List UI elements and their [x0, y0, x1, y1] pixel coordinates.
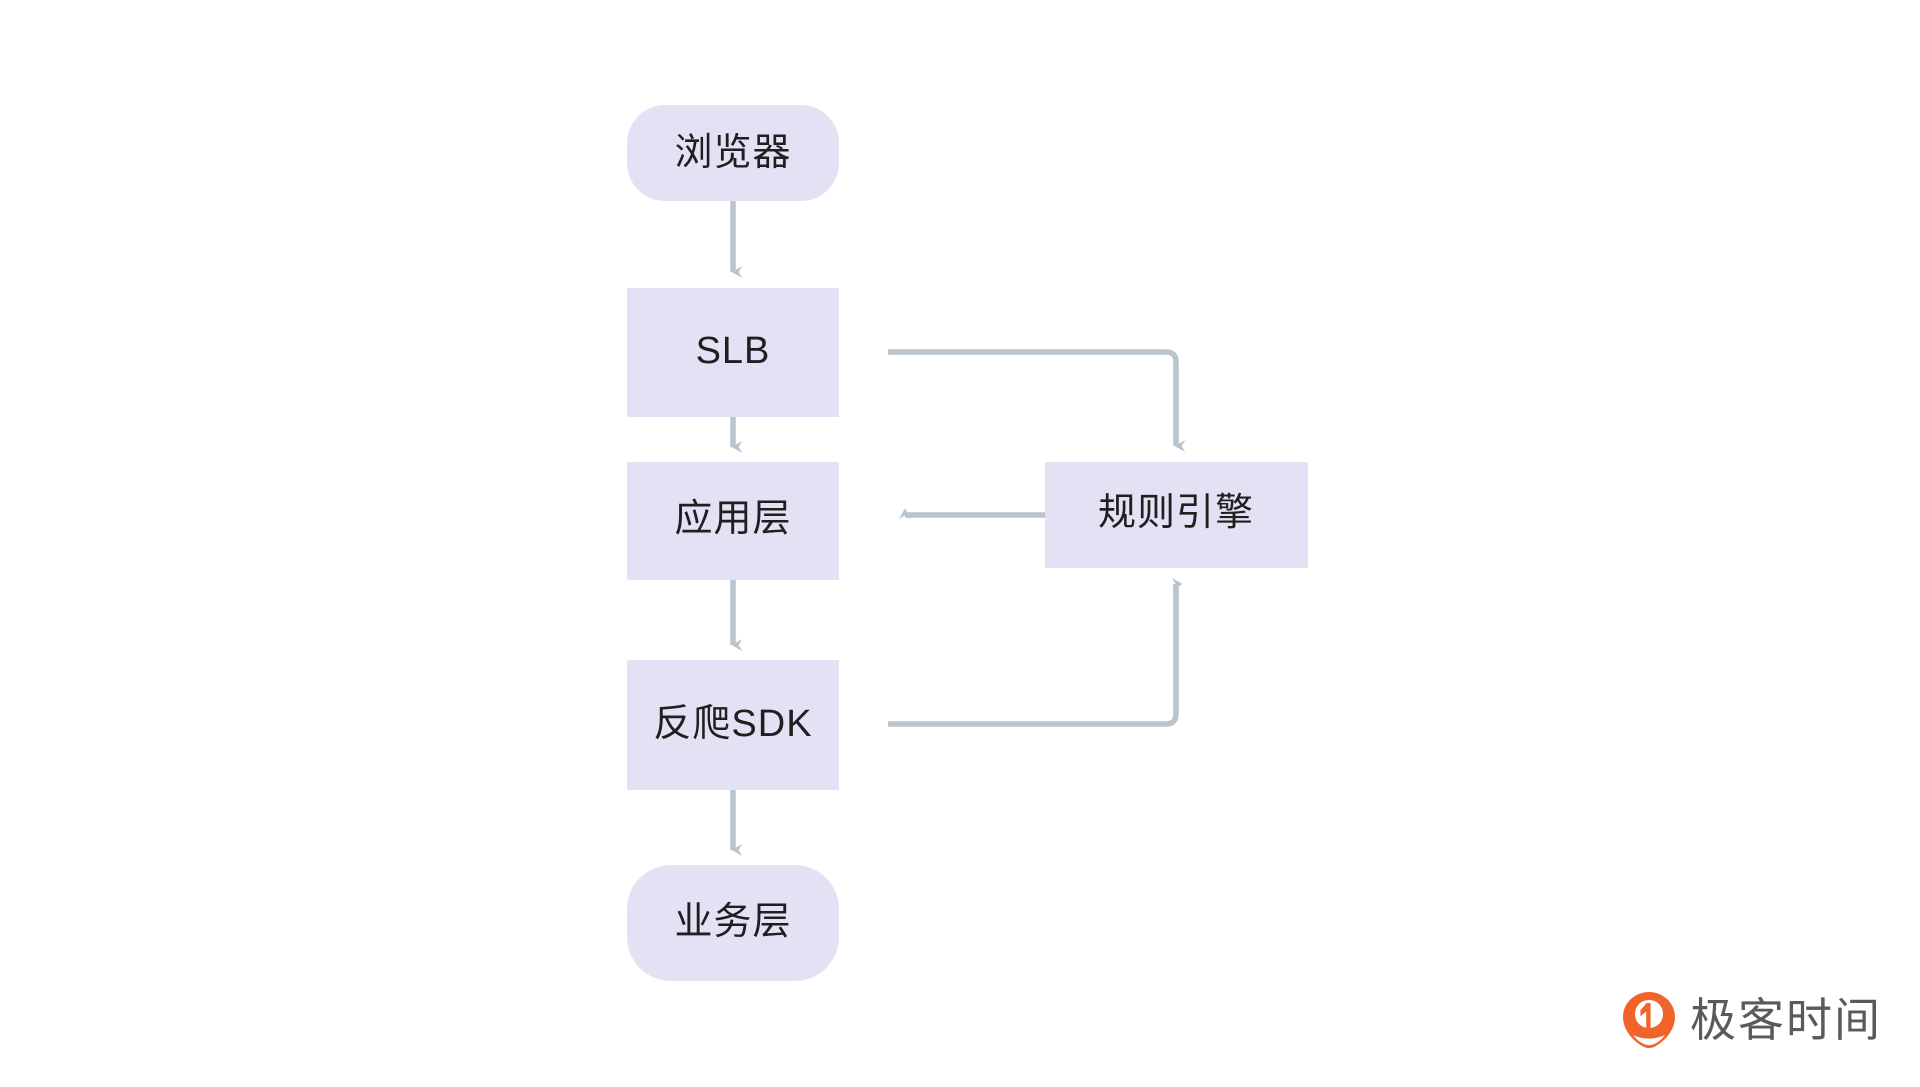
node-anti-crawler-sdk-label: 反爬SDK	[653, 703, 812, 745]
watermark: 极客时间	[1622, 991, 1882, 1049]
node-browser-label: 浏览器	[674, 132, 791, 174]
node-app-layer[interactable]: 应用层	[627, 462, 839, 580]
node-slb[interactable]: SLB	[627, 288, 839, 417]
node-layer: 浏览器 SLB 应用层 规则引擎 反爬SDK 业务层	[627, 105, 1308, 981]
node-app-layer-label: 应用层	[674, 498, 791, 540]
geektime-pin-logo-icon	[1623, 992, 1675, 1048]
node-business-layer[interactable]: 业务层	[627, 865, 839, 981]
watermark-text: 极客时间	[1690, 994, 1882, 1046]
node-rule-engine[interactable]: 规则引擎	[1045, 462, 1308, 568]
edge-anti-sdk-to-rule-engine	[888, 578, 1183, 727]
edge-layer	[730, 201, 1186, 856]
edge-slb-to-rule-engine	[888, 349, 1186, 452]
node-rule-engine-label: 规则引擎	[1098, 492, 1254, 534]
node-business-layer-label: 业务层	[674, 901, 791, 943]
node-browser[interactable]: 浏览器	[627, 105, 839, 201]
node-anti-crawler-sdk[interactable]: 反爬SDK	[627, 660, 839, 790]
node-slb-label: SLB	[696, 330, 771, 372]
